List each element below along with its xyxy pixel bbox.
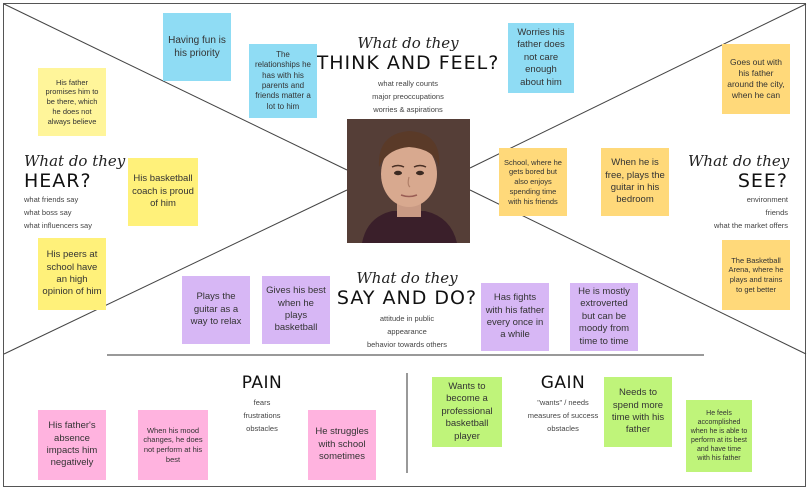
say-note-fights-father[interactable]: Has fights with his father every once in… [481, 283, 549, 351]
see-sub-1: environment [746, 195, 788, 204]
gain-sub-1: "wants" / needs [537, 398, 589, 407]
say-note-fights-father-text: Has fights with his father every once in… [485, 292, 545, 341]
hear-note-father-promises[interactable]: His father promises him to be there, whi… [38, 68, 106, 136]
gain-sub-3: obstacles [547, 424, 579, 433]
think-feel-sub-3: worries & aspirations [373, 105, 443, 114]
say-do-header: What do they SAY AND DO? attitude in pub… [327, 270, 487, 351]
pain-sub-2: frustrations [243, 411, 281, 420]
pain-title: PAIN [241, 373, 283, 393]
hear-script: What do they [24, 152, 126, 170]
see-note-school-text: School, where he gets bored but also enj… [504, 157, 562, 206]
think-note-relationships[interactable]: The relationships he has with his parent… [249, 44, 317, 118]
persona-portrait-image [347, 119, 470, 243]
gain-note-time-father-text: Needs to spend more time with his father [611, 387, 665, 436]
pain-note-mood-changes-text: When his mood changes, he does not perfo… [143, 425, 203, 464]
say-note-guitar-relax-text: Plays the guitar as a way to relax [190, 291, 242, 328]
hear-note-coach-proud-text: His basketball coach is proud of him [132, 173, 194, 210]
see-header: What do they SEE? environment friends wh… [688, 152, 790, 232]
divider-bottom-right [469, 189, 807, 355]
think-note-worries-father-text: Worries his father does not care enough … [517, 27, 565, 88]
say-note-best-basketball[interactable]: Gives his best when he plays basketball [262, 276, 330, 344]
say-note-guitar-relax[interactable]: Plays the guitar as a way to relax [182, 276, 250, 344]
pain-note-school-struggle[interactable]: He struggles with school sometimes [308, 410, 376, 480]
think-feel-sub-1: what really counts [377, 79, 439, 88]
see-title: SEE? [737, 170, 788, 192]
hear-title: HEAR? [24, 170, 92, 192]
pain-note-father-absence-text: His father's absence impacts him negativ… [46, 420, 98, 469]
think-note-relationships-text: The relationships he has with his parent… [254, 49, 312, 111]
see-script: What do they [688, 152, 790, 170]
see-sub-2: friends [765, 208, 788, 217]
see-note-city-father[interactable]: Goes out with his father around the city… [722, 44, 790, 114]
say-do-sub-2: appearance [387, 327, 427, 336]
board-frame [3, 3, 806, 487]
hear-sub-3: what influencers say [24, 221, 92, 230]
see-note-basketball-arena[interactable]: The Basketball Arena, where he plays and… [722, 240, 790, 310]
hear-note-coach-proud[interactable]: His basketball coach is proud of him [128, 158, 198, 226]
gain-sub-2: measures of success [527, 411, 599, 420]
divider-top-left [3, 3, 348, 171]
gain-note-accomplished-text: He feels accomplished when he is able to… [690, 409, 748, 463]
gain-note-accomplished[interactable]: He feels accomplished when he is able to… [686, 400, 752, 472]
say-do-sub-3: behavior towards others [366, 340, 448, 349]
hear-sub-2: what boss say [24, 208, 72, 217]
say-do-title: SAY AND DO? [336, 287, 478, 309]
see-note-guitar-bedroom[interactable]: When he is free, plays the guitar in his… [601, 148, 669, 216]
gain-header: GAIN "wants" / needs measures of success… [523, 373, 603, 435]
see-note-guitar-bedroom-text: When he is free, plays the guitar in his… [605, 157, 665, 206]
think-note-having-fun[interactable]: Having fun is his priority [163, 13, 231, 81]
say-note-extroverted[interactable]: He is mostly extroverted but can be mood… [570, 283, 638, 351]
think-feel-header: What do they THINK AND FEEL? what really… [308, 35, 508, 116]
hear-header: What do they HEAR? what friends say what… [24, 153, 125, 232]
gain-title: GAIN [540, 373, 586, 393]
gain-note-pro-basketball[interactable]: Wants to become a professional basketbal… [432, 377, 502, 447]
pain-note-mood-changes[interactable]: When his mood changes, he does not perfo… [138, 410, 208, 480]
hear-sub-1: what friends say [24, 195, 79, 204]
divider-bottom-left [3, 189, 348, 355]
pain-header: PAIN fears frustrations obstacles [222, 373, 302, 435]
think-note-having-fun-text: Having fun is his priority [168, 35, 226, 59]
say-note-extroverted-text: He is mostly extroverted but can be mood… [578, 286, 630, 347]
see-note-city-father-text: Goes out with his father around the city… [727, 56, 785, 101]
hear-note-peers-opinion-text: His peers at school have an high opinion… [42, 249, 102, 298]
hear-note-peers-opinion[interactable]: His peers at school have an high opinion… [38, 238, 106, 310]
divider-top-right [469, 3, 807, 169]
gain-note-time-father[interactable]: Needs to spend more time with his father [604, 377, 672, 447]
see-note-school[interactable]: School, where he gets bored but also enj… [499, 148, 567, 216]
think-feel-sub-2: major preoccupations [372, 92, 444, 101]
think-feel-title: THINK AND FEEL? [316, 52, 500, 74]
say-note-best-basketball-text: Gives his best when he plays basketball [266, 285, 326, 334]
gain-note-pro-basketball-text: Wants to become a professional basketbal… [441, 381, 493, 442]
pain-note-father-absence[interactable]: His father's absence impacts him negativ… [38, 410, 106, 480]
think-feel-script: What do they [357, 34, 459, 52]
hear-note-father-promises-text: His father promises him to be there, whi… [45, 77, 99, 126]
see-note-basketball-arena-text: The Basketball Arena, where he plays and… [728, 255, 784, 294]
see-sub-3: what the market offers [713, 221, 788, 230]
pain-note-school-struggle-text: He struggles with school sometimes [315, 426, 369, 463]
say-do-sub-1: attitude in public [379, 314, 435, 323]
say-do-script: What do they [356, 269, 458, 287]
think-note-worries-father[interactable]: Worries his father does not care enough … [508, 23, 574, 93]
persona-photo [347, 119, 470, 243]
pain-sub-3: obstacles [246, 424, 278, 433]
pain-sub-1: fears [253, 398, 271, 407]
